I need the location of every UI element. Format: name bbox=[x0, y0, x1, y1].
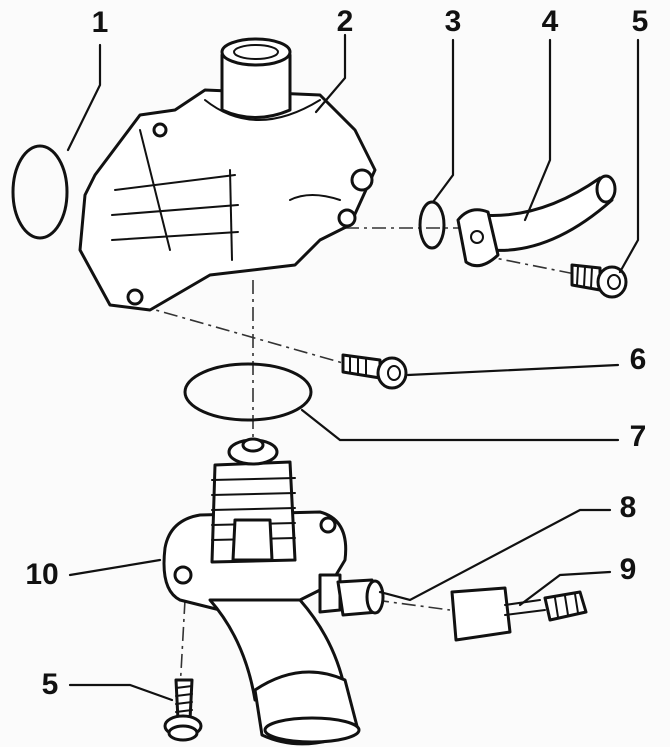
callout-1: 1 bbox=[91, 6, 109, 39]
leader-line-8 bbox=[378, 508, 612, 602]
leader-line-5-lower bbox=[68, 683, 174, 702]
part-10-thermostat-base bbox=[162, 437, 361, 746]
part-3-small-o-ring bbox=[418, 200, 446, 250]
part-1-o-ring bbox=[11, 144, 69, 240]
leader-line-4 bbox=[523, 38, 552, 222]
bolt-5-axis-line bbox=[479, 254, 581, 276]
leader-line-10 bbox=[68, 558, 162, 577]
leader-line-1 bbox=[66, 43, 102, 152]
connector-axis-line bbox=[374, 599, 451, 611]
callout-4: 4 bbox=[541, 5, 559, 38]
callout-5-upper: 5 bbox=[631, 5, 649, 38]
callout-5-lower: 5 bbox=[41, 668, 59, 701]
bolt-6-axis-line bbox=[137, 304, 351, 366]
part-5-lower-bolt bbox=[163, 678, 203, 742]
part-5-upper-bolt bbox=[570, 263, 628, 299]
part-6-bolt bbox=[341, 353, 408, 390]
callout-2: 2 bbox=[336, 5, 354, 38]
leader-line-3 bbox=[431, 38, 455, 204]
leader-line-2 bbox=[314, 33, 347, 114]
callout-9: 9 bbox=[619, 553, 637, 586]
leader-line-7 bbox=[300, 408, 620, 442]
callout-8: 8 bbox=[619, 491, 637, 524]
part-4-hose-pipe bbox=[456, 174, 617, 268]
leader-line-5-upper bbox=[618, 38, 640, 274]
leader-line-9 bbox=[518, 570, 612, 607]
callout-7: 7 bbox=[629, 420, 647, 453]
part-9-electrical-connector bbox=[450, 586, 588, 642]
part-8-temperature-sensor bbox=[336, 578, 385, 617]
leader-line-6 bbox=[406, 363, 620, 377]
callout-3: 3 bbox=[444, 5, 462, 38]
callout-10: 10 bbox=[25, 558, 59, 591]
part-7-large-o-ring bbox=[183, 362, 313, 422]
callout-6: 6 bbox=[629, 343, 647, 376]
part-2-housing bbox=[78, 37, 377, 312]
lower-bolt-axis-line bbox=[179, 599, 186, 691]
